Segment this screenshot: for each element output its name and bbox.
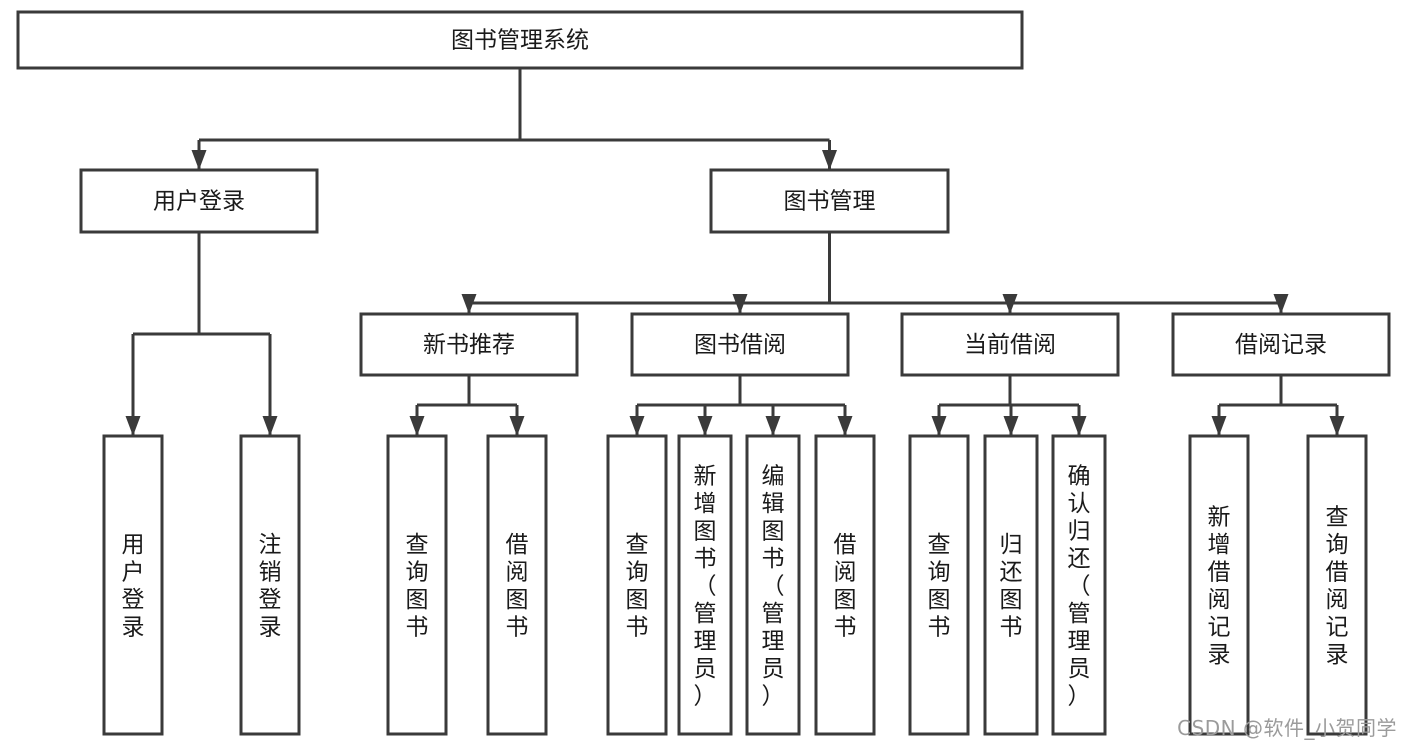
node-leaf-borrow-book-1[interactable]: 借阅图书 [486, 434, 548, 736]
node-leaf-query-book-1[interactable]: 查询图书 [386, 434, 448, 736]
node-box-leaf-query-book-2 [606, 434, 668, 736]
node-leaf-edit-book[interactable]: 编辑图书（管理员） [745, 434, 801, 736]
node-label-book-manage: 图书管理 [784, 189, 876, 215]
node-box-leaf-query-book-3 [908, 434, 970, 736]
arrow-head [509, 416, 525, 436]
node-leaf-add-record[interactable]: 新增借阅记录 [1188, 434, 1250, 736]
node-label-book-borrow: 图书借阅 [694, 332, 786, 358]
node-label-new-book-recommend: 新书推荐 [423, 332, 515, 358]
node-box-leaf-edit-book [745, 434, 801, 736]
arrow-head [1273, 294, 1289, 314]
node-book-manage[interactable]: 图书管理 [709, 168, 950, 234]
node-box-leaf-confirm-return [1051, 434, 1107, 736]
node-root[interactable]: 图书管理系统 [16, 10, 1024, 70]
arrow-head [697, 416, 713, 436]
arrow-head [931, 416, 947, 436]
arrow-head [1211, 416, 1227, 436]
node-leaf-query-book-3[interactable]: 查询图书 [908, 434, 970, 736]
node-box-new-book-recommend [359, 312, 579, 377]
node-label-leaf-edit-book: 编辑图书（管理员） [762, 463, 785, 709]
node-box-leaf-user-login [102, 434, 164, 736]
arrow-head [765, 416, 781, 436]
node-box-user-login [79, 168, 319, 234]
arrow-head [1003, 416, 1019, 436]
arrow-head [822, 150, 837, 170]
node-box-current-borrow [900, 312, 1120, 377]
node-label-leaf-user-login: 用户登录 [122, 532, 145, 641]
node-label-leaf-query-record: 查询借阅记录 [1326, 505, 1349, 669]
node-layer: 图书管理系统用户登录图书管理新书推荐图书借阅当前借阅借阅记录用户登录注销登录查询… [16, 10, 1391, 736]
node-label-leaf-return-book: 归还图书 [1000, 532, 1023, 641]
node-book-borrow[interactable]: 图书借阅 [630, 312, 850, 377]
node-leaf-user-login[interactable]: 用户登录 [102, 434, 164, 736]
node-current-borrow[interactable]: 当前借阅 [900, 312, 1120, 377]
node-box-leaf-add-record [1188, 434, 1250, 736]
arrow-head [461, 294, 477, 314]
node-label-leaf-confirm-return: 确认归还（管理员） [1068, 463, 1091, 709]
node-leaf-return-book[interactable]: 归还图书 [983, 434, 1039, 736]
node-label-leaf-query-book-1: 查询图书 [406, 532, 429, 641]
node-label-leaf-add-book: 新增图书（管理员） [694, 463, 717, 709]
node-label-leaf-query-book-2: 查询图书 [626, 532, 649, 641]
arrow-head [262, 416, 278, 436]
node-label-borrow-record: 借阅记录 [1235, 332, 1327, 358]
node-box-book-manage [709, 168, 950, 234]
node-label-current-borrow: 当前借阅 [964, 332, 1056, 358]
node-box-book-borrow [630, 312, 850, 377]
node-box-leaf-add-book [677, 434, 733, 736]
arrow-head [1071, 416, 1087, 436]
node-user-login[interactable]: 用户登录 [79, 168, 319, 234]
node-box-leaf-return-book [983, 434, 1039, 736]
node-leaf-borrow-book-2[interactable]: 借阅图书 [814, 434, 876, 736]
node-leaf-user-logout[interactable]: 注销登录 [239, 434, 301, 736]
node-new-book-recommend[interactable]: 新书推荐 [359, 312, 579, 377]
node-box-leaf-borrow-book-1 [486, 434, 548, 736]
connector-layer [125, 68, 1345, 436]
node-label-leaf-borrow-book-2: 借阅图书 [834, 532, 857, 641]
node-label-user-login: 用户登录 [153, 189, 245, 215]
arrow-head [629, 416, 645, 436]
node-box-leaf-user-logout [239, 434, 301, 736]
node-label-root: 图书管理系统 [451, 28, 589, 54]
node-box-root [16, 10, 1024, 70]
arrow-head [732, 294, 748, 314]
node-label-leaf-borrow-book-1: 借阅图书 [506, 532, 529, 641]
node-leaf-confirm-return[interactable]: 确认归还（管理员） [1051, 434, 1107, 736]
arrow-head [409, 416, 425, 436]
node-box-leaf-query-record [1306, 434, 1368, 736]
node-leaf-add-book[interactable]: 新增图书（管理员） [677, 434, 733, 736]
node-leaf-query-book-2[interactable]: 查询图书 [606, 434, 668, 736]
node-box-leaf-query-book-1 [386, 434, 448, 736]
node-leaf-query-record[interactable]: 查询借阅记录 [1306, 434, 1368, 736]
arrow-head [837, 416, 853, 436]
node-label-leaf-add-record: 新增借阅记录 [1208, 505, 1231, 669]
arrow-head [1002, 294, 1018, 314]
node-label-leaf-query-book-3: 查询图书 [928, 532, 951, 641]
node-box-leaf-borrow-book-2 [814, 434, 876, 736]
arrow-head [125, 416, 141, 436]
node-borrow-record[interactable]: 借阅记录 [1171, 312, 1391, 377]
node-box-borrow-record [1171, 312, 1391, 377]
arrow-head [1329, 416, 1345, 436]
node-label-leaf-user-logout: 注销登录 [259, 532, 282, 641]
arrow-head [191, 150, 207, 170]
